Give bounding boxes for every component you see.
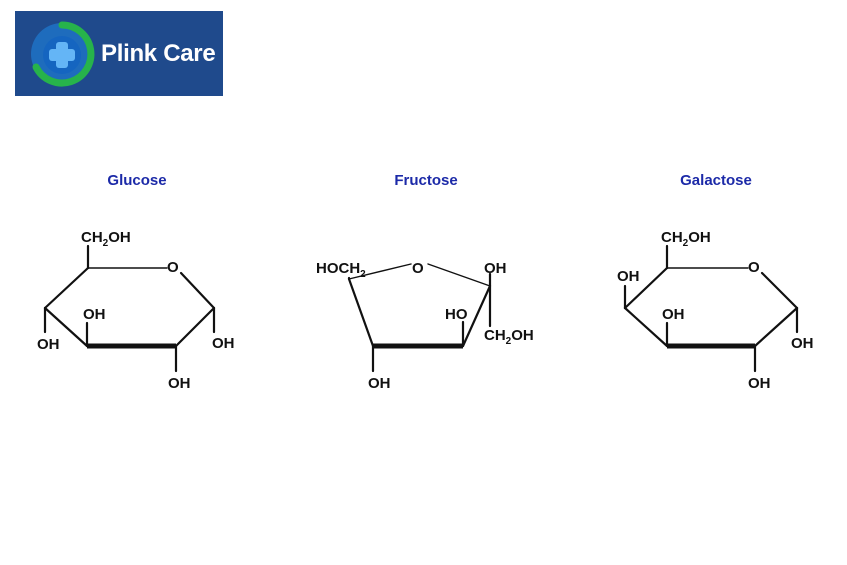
fructose-hoch2-label: HOCH2 bbox=[316, 260, 366, 280]
fructose-ring-oxygen: O bbox=[412, 260, 424, 277]
fructose-bond-c4-c5 bbox=[347, 277, 375, 348]
galactose-oh-c4: OH bbox=[617, 268, 640, 285]
galactose-structure: CH2OH O OH OH OH OH bbox=[617, 229, 814, 392]
glucose-oh-c4: OH bbox=[37, 336, 60, 353]
fructose-oh-c2: OH bbox=[484, 260, 507, 277]
glucose-title: Glucose bbox=[107, 172, 167, 189]
galactose-bond-c1-c2 bbox=[753, 306, 799, 348]
fructose-ch2oh-label: CH2OH bbox=[484, 327, 534, 347]
medical-cross-icon bbox=[31, 21, 95, 86]
galactose-oh-c1: OH bbox=[791, 335, 814, 352]
galactose-oh-c2: OH bbox=[748, 375, 771, 392]
glucose-structure: CH2OH O OH OH OH OH bbox=[37, 229, 235, 392]
fructose-structure: HOCH2 O OH HO CH2OH OH bbox=[316, 260, 534, 392]
glucose-bond-c4-c5 bbox=[43, 266, 90, 310]
fructose-ho-c3: HO bbox=[445, 306, 468, 323]
galactose-ch2oh-label: CH2OH bbox=[661, 229, 711, 249]
galactose-ring-oxygen: O bbox=[748, 259, 760, 276]
galactose-bond-c3-c4 bbox=[623, 306, 669, 348]
glucose-bond-o-c1 bbox=[179, 271, 216, 310]
glucose-oh-c3: OH bbox=[83, 306, 106, 323]
glucose-oh-c1: OH bbox=[212, 335, 235, 352]
glucose-oh-c2: OH bbox=[168, 375, 191, 392]
brand-name: Plink Care bbox=[101, 39, 216, 67]
glucose-bond-c3-c4 bbox=[43, 306, 89, 348]
galactose-bond-o-c1 bbox=[760, 271, 799, 310]
galactose-title: Galactose bbox=[680, 172, 752, 189]
fructose-bond-o-c2 bbox=[427, 263, 491, 287]
glucose-bond-c1-c2 bbox=[174, 306, 216, 348]
fructose-oh-c4: OH bbox=[368, 375, 391, 392]
glucose-ch2oh-label: CH2OH bbox=[81, 229, 131, 249]
galactose-oh-c3: OH bbox=[662, 306, 685, 323]
fructose-bond-c5-o bbox=[348, 263, 412, 280]
fructose-bond-c2-c3 bbox=[461, 284, 492, 348]
galactose-bond-c4-c5 bbox=[623, 266, 669, 310]
brand-logo: Plink Care bbox=[15, 11, 223, 96]
fructose-title: Fructose bbox=[394, 172, 458, 189]
glucose-ring-oxygen: O bbox=[167, 259, 179, 276]
